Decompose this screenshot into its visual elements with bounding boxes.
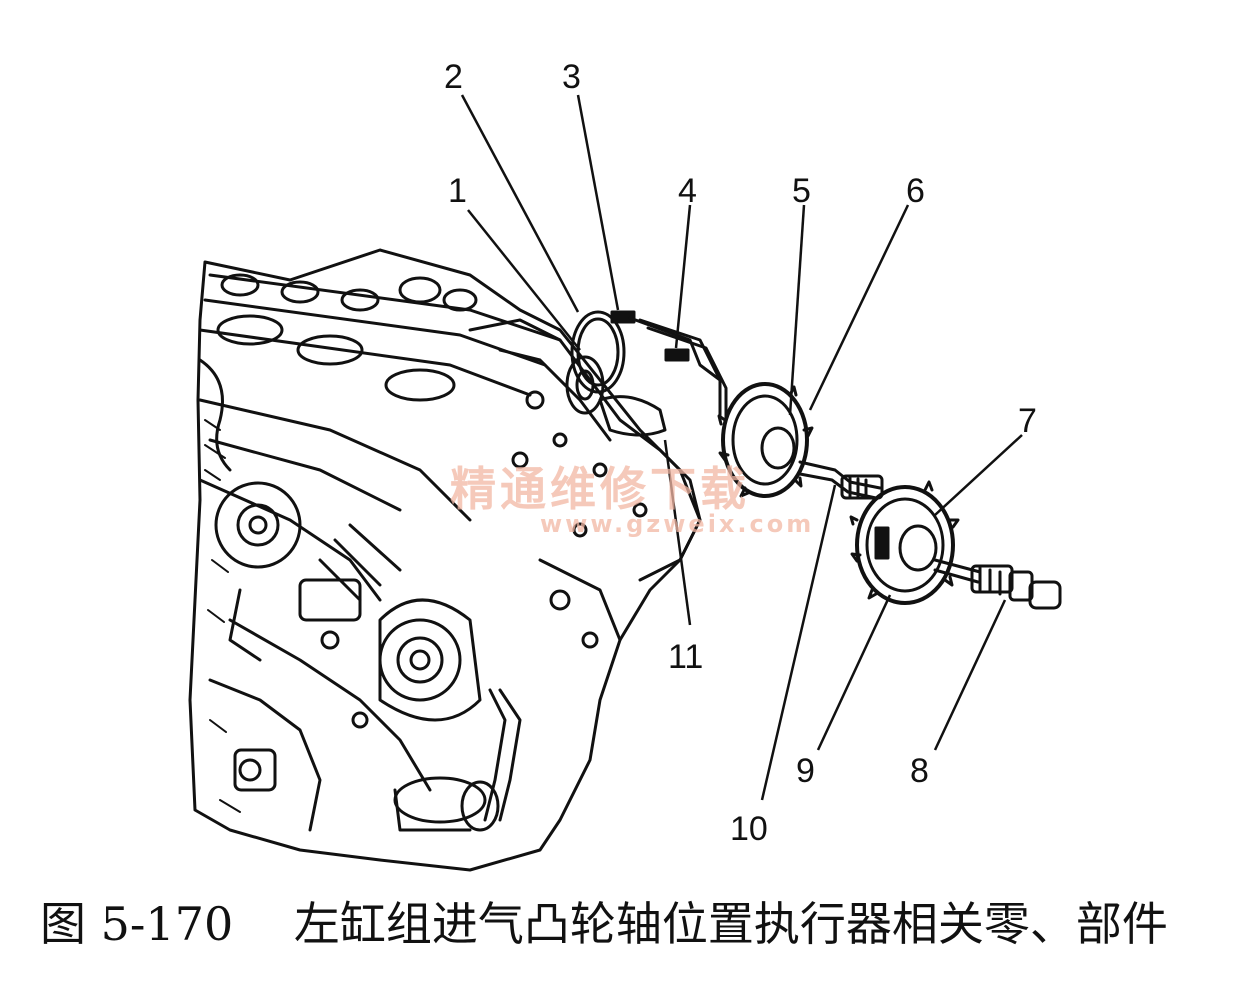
callout-1: 1 bbox=[448, 172, 467, 210]
exploded-parts bbox=[570, 310, 1062, 610]
callout-7: 7 bbox=[1018, 402, 1037, 440]
callout-6: 6 bbox=[906, 172, 925, 210]
seal-ring bbox=[570, 310, 626, 394]
engine-block-illustration bbox=[188, 248, 702, 872]
figure-caption: 图 5-170 左缸组进气凸轮轴位置执行器相关零、部件 bbox=[40, 888, 1220, 968]
camshaft-sprocket bbox=[717, 382, 814, 498]
callout-9: 9 bbox=[796, 752, 815, 790]
caption-title: 左缸组进气凸轮轴位置执行器相关零、部件 bbox=[293, 897, 1168, 951]
caption-number: 图 5-170 bbox=[40, 897, 234, 951]
callout-11: 11 bbox=[668, 638, 703, 676]
watermark-url: www.gzweix.com bbox=[540, 510, 814, 538]
watermark-text: 精通维修下载 bbox=[450, 462, 750, 516]
leader-lines bbox=[460, 94, 1023, 801]
callout-2: 2 bbox=[444, 58, 463, 96]
callout-8: 8 bbox=[910, 752, 929, 790]
watermark: 精通维修下载 www.gzweix.com bbox=[450, 462, 814, 538]
callout-10: 10 bbox=[730, 810, 768, 848]
callout-5: 5 bbox=[792, 172, 811, 210]
callout-3: 3 bbox=[562, 58, 581, 96]
callout-4: 4 bbox=[678, 172, 697, 210]
camshaft-position-actuator bbox=[849, 480, 960, 605]
bolt-part bbox=[610, 310, 636, 324]
callout-numbers: 1 2 3 4 5 6 7 8 9 10 11 bbox=[444, 58, 1037, 848]
